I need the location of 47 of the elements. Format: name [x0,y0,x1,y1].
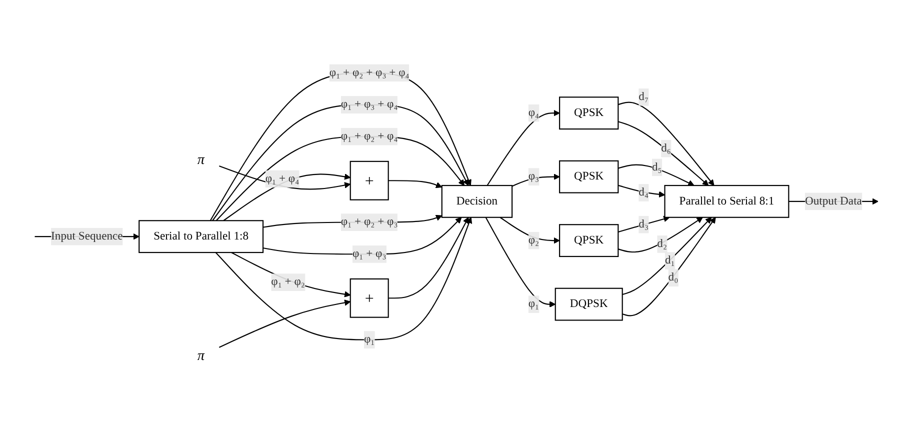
node-box: Parallel to Serial 8:1 [664,184,790,218]
edge-label: φ₁ [364,333,375,346]
edge-label: φ₁ + φ₄ [265,172,300,185]
arrow [618,164,694,186]
arrow [485,217,556,308]
edge-label: d₅ [652,160,662,174]
arrow [500,216,560,244]
edge-label: d₀ [668,271,678,284]
edge-label: φ₁ [528,298,540,310]
edge-label: φ₁ + φ₂ [271,276,305,288]
edge-label: φ₁ + φ₂ + φ₃ [340,216,398,228]
edge-label: φ₂ [528,234,540,246]
arrow [618,121,709,186]
edge-label: Input Sequence [51,230,123,242]
node-box: DQPSK [554,288,623,321]
edge-label: φ₁ + φ₃ [352,248,386,260]
edge-label: φ₁ + φ₂ + φ₄ [340,130,398,142]
edge-label: Output Data [804,194,862,208]
arrow [618,217,703,253]
node-box: Decision [441,184,513,218]
edge-label: d₆ [661,142,671,154]
arrow [388,180,442,188]
arrow [231,252,351,298]
arrow [622,217,712,296]
arrow [618,184,666,198]
arrow [618,216,670,233]
node-text: π [197,151,205,168]
arrow [622,217,716,316]
edge-label: φ₃ [528,170,540,183]
edge-label: φ₁ + φ₃ + φ₄ [340,98,398,111]
edge-label: φ₄ [528,106,540,119]
node-box: + [350,278,389,318]
edge-label: d₃ [638,218,648,230]
arrow [618,102,714,186]
edge-label: d₁ [664,254,675,267]
edge-label: d₄ [638,186,648,199]
arrow [388,217,469,299]
node-box: QPSK [559,224,619,258]
edge-label: φ₁ + φ₂ + φ₃ + φ₄ [329,66,410,79]
node-box: QPSK [559,160,619,194]
arrow [218,300,351,348]
edge-label: d₂ [657,238,667,250]
node-text: π [197,348,205,364]
node-box: + [350,160,389,200]
node-box: QPSK [559,96,619,130]
edge-label: d₇ [638,90,648,103]
node-box: Serial to Parallel 1:8 [138,220,264,254]
